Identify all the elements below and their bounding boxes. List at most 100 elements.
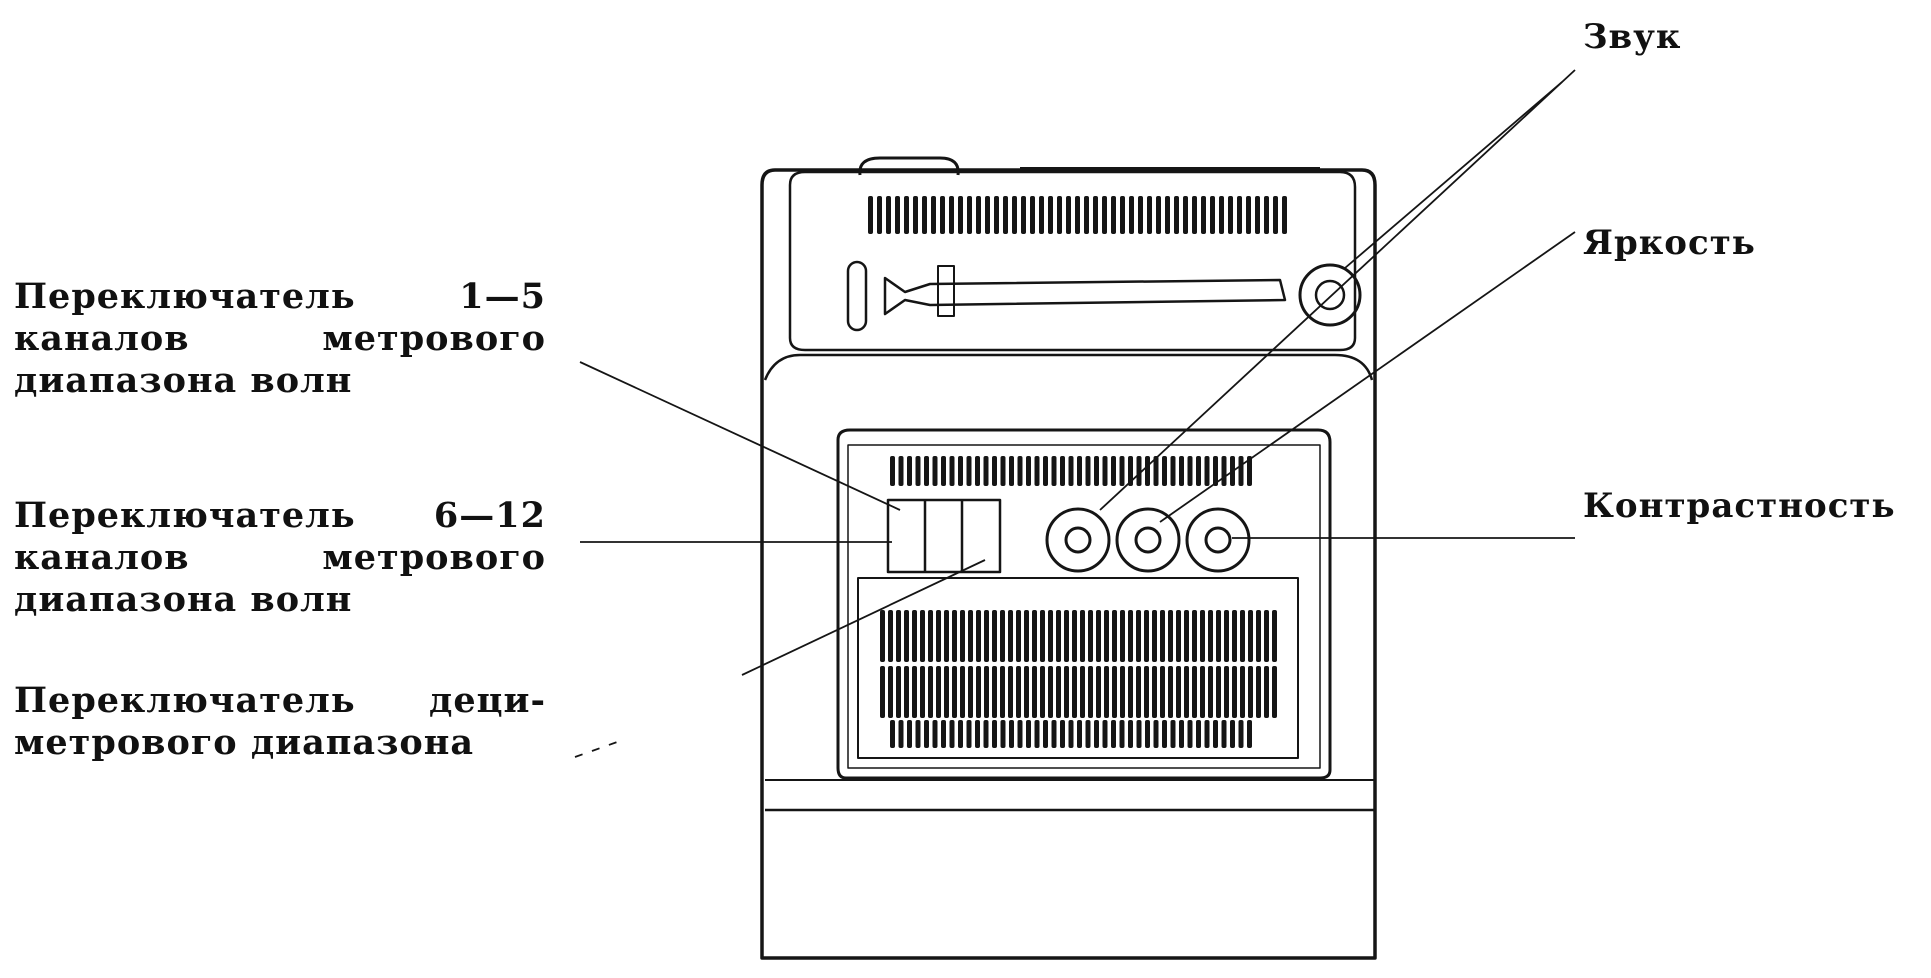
panel-upper-vent-slot	[1034, 456, 1040, 486]
speaker-grille-slot-lower	[944, 666, 949, 718]
speaker-grille-slot-upper	[1000, 610, 1005, 662]
panel-lower-vent-slot	[1170, 720, 1176, 748]
label-yarkost: Яркость	[1583, 223, 1756, 263]
speaker-grille-slot-upper	[952, 610, 957, 662]
sound-knob	[1045, 507, 1111, 573]
top-vent-slot	[958, 196, 963, 234]
speaker-grille-slot-lower	[1112, 666, 1117, 718]
panel-lower-vent-slot	[1196, 720, 1201, 748]
speaker-grille-slot-lower	[1232, 666, 1237, 718]
speaker-grille-slot-upper	[1256, 610, 1261, 662]
panel-lower-vent-slot	[898, 720, 904, 748]
panel-lower-vent-slot	[1077, 720, 1082, 748]
panel-upper-vent-slot	[1153, 456, 1159, 486]
speaker-grille-slot-upper	[1056, 610, 1061, 662]
speaker-grille-slot-upper	[1208, 610, 1213, 662]
tv-body-curve	[763, 353, 1374, 381]
panel-upper-vent-slot	[983, 456, 989, 486]
speaker-grille-slot-upper	[1120, 610, 1125, 662]
top-vent-slot	[1174, 196, 1179, 234]
speaker-grille-slot-upper	[1024, 610, 1029, 662]
top-vent-slot	[1147, 196, 1152, 234]
top-vent-slot	[1075, 196, 1080, 234]
panel-lower-vent-slot	[1102, 720, 1108, 748]
speaker-grille-slot-upper	[904, 610, 909, 662]
top-vent-slot	[1066, 196, 1071, 234]
speaker-grille-slot-upper	[1064, 610, 1069, 662]
speaker-grille-slot-upper	[1104, 610, 1109, 662]
panel-lower-vent-slot	[1051, 720, 1057, 748]
leader-line-sw-1-5	[579, 361, 901, 511]
panel-upper-vent-slot	[1051, 456, 1057, 486]
tube-body	[883, 276, 1287, 316]
speaker-grille-slot-lower	[976, 666, 981, 718]
speaker-grille-slot-upper	[968, 610, 973, 662]
speaker-grille-slot-lower	[1192, 666, 1197, 718]
panel-upper-vent-slot	[898, 456, 904, 486]
panel-lower-vent-slot	[1204, 720, 1210, 748]
speaker-grille-slot-upper	[1016, 610, 1021, 662]
speaker-grille-slot-lower	[1240, 666, 1245, 718]
panel-lower-vent-slot	[1145, 720, 1150, 748]
speaker-grille-slot-lower	[984, 666, 989, 718]
speaker-grille-slot-lower	[1064, 666, 1069, 718]
panel-upper-vent-slot	[958, 456, 963, 486]
speaker-grille-slot-lower	[1032, 666, 1037, 718]
panel-lower-vent-slot	[1068, 720, 1074, 748]
speaker-grille-slot-lower	[1040, 666, 1045, 718]
panel-lower-vent-slot	[1119, 720, 1125, 748]
speaker-grille-slot-upper	[1224, 610, 1229, 662]
speaker-grille-slot-lower	[1168, 666, 1173, 718]
panel-lower-vent-slot	[949, 720, 955, 748]
speaker-grille-slot-lower	[1008, 666, 1013, 718]
speaker-grille-slot-upper	[1168, 610, 1173, 662]
speaker-grille-slot-lower	[1208, 666, 1213, 718]
top-vent-slot	[1129, 196, 1134, 234]
top-vent-slot	[1048, 196, 1053, 234]
speaker-grille-slot-upper	[1136, 610, 1141, 662]
speaker-grille-slot-lower	[952, 666, 957, 718]
top-vent-slot	[985, 196, 990, 234]
speaker-grille-slot-lower	[1048, 666, 1053, 718]
label-switch-6-12: Переключатель 6—12 каналов метрового диа…	[14, 495, 546, 621]
speaker-grille-slot-upper	[1080, 610, 1085, 662]
top-vent-slot	[922, 196, 927, 234]
speaker-grille-slot-lower	[928, 666, 933, 718]
panel-lower-vent-slot	[1043, 720, 1048, 748]
label-switch-6-12-line2: каналов метрового	[14, 537, 546, 578]
speaker-grille-slot-upper	[1008, 610, 1013, 662]
panel-lower-vent-slot	[1111, 720, 1116, 748]
panel-lower-vent-slot	[992, 720, 997, 748]
panel-lower-vent-slot	[1153, 720, 1159, 748]
panel-upper-vent-slot	[1221, 456, 1227, 486]
panel-lower-vent-slot	[907, 720, 912, 748]
leader-line-decimeter	[741, 559, 986, 676]
panel-upper-vent-slot	[1102, 456, 1108, 486]
panel-lower-vent-slot	[1060, 720, 1065, 748]
panel-lower-vent-slot	[1009, 720, 1014, 748]
top-vent-slot	[1111, 196, 1116, 234]
panel-upper-vent-slot	[1043, 456, 1048, 486]
speaker-grille-slot-upper	[1032, 610, 1037, 662]
speaker-grille-slot-lower	[1216, 666, 1221, 718]
speaker-grille-slot-lower	[1016, 666, 1021, 718]
speaker-grille-slot-lower	[920, 666, 925, 718]
panel-upper-vent-slot	[1128, 456, 1133, 486]
speaker-grille-slot-upper	[1184, 610, 1189, 662]
panel-upper-vent-slot	[1204, 456, 1210, 486]
top-vent-slot	[1264, 196, 1269, 234]
tv-housing-outline	[760, 168, 1377, 960]
top-vent-slot	[1219, 196, 1224, 234]
panel-upper-vent-slot	[975, 456, 980, 486]
top-vent-slot	[1255, 196, 1260, 234]
speaker-grille-slot-upper	[1088, 610, 1093, 662]
top-vent-slot	[1165, 196, 1170, 234]
panel-lower-vent-slot	[1213, 720, 1218, 748]
panel-upper-vent-slot	[1009, 456, 1014, 486]
panel-upper-vent-slot	[1068, 456, 1074, 486]
speaker-grille-slot-upper	[960, 610, 965, 662]
tv-top-compartment	[788, 170, 1357, 352]
panel-upper-vent-slot	[1136, 456, 1142, 486]
panel-upper-vent-slot	[1000, 456, 1006, 486]
